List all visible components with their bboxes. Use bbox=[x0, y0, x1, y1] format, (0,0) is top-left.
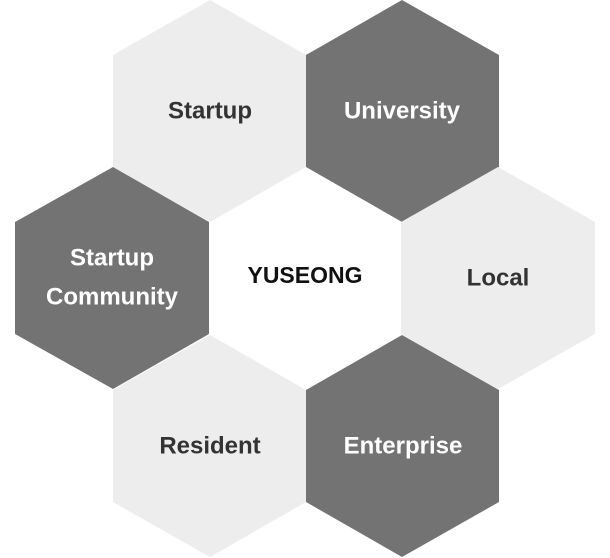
hex-local: Local bbox=[401, 167, 595, 389]
hex-university-label: University bbox=[344, 97, 461, 124]
hex-startup-community-shape bbox=[15, 167, 209, 389]
hex-resident-shape bbox=[113, 335, 306, 557]
hex-enterprise-shape bbox=[306, 335, 499, 557]
hex-enterprise: Enterprise bbox=[306, 335, 499, 557]
hex-enterprise-label: Enterprise bbox=[344, 432, 463, 459]
center-label-yuseong: YUSEONG bbox=[247, 262, 362, 288]
hex-startup-label: Startup bbox=[168, 97, 252, 124]
hex-university-shape bbox=[306, 0, 499, 222]
hex-startup: Startup bbox=[113, 0, 306, 222]
hex-resident-label: Resident bbox=[159, 432, 260, 459]
hex-startup-community: Startup Community bbox=[15, 167, 209, 389]
hex-local-label: Local bbox=[467, 264, 530, 291]
hex-startup-shape bbox=[113, 0, 306, 222]
hex-university: University bbox=[306, 0, 499, 222]
hex-resident: Resident bbox=[113, 335, 306, 557]
hex-startup-community-label-line2: Community bbox=[46, 283, 179, 310]
hex-startup-community-label-line1: Startup bbox=[70, 244, 154, 271]
hex-local-shape bbox=[401, 167, 595, 389]
